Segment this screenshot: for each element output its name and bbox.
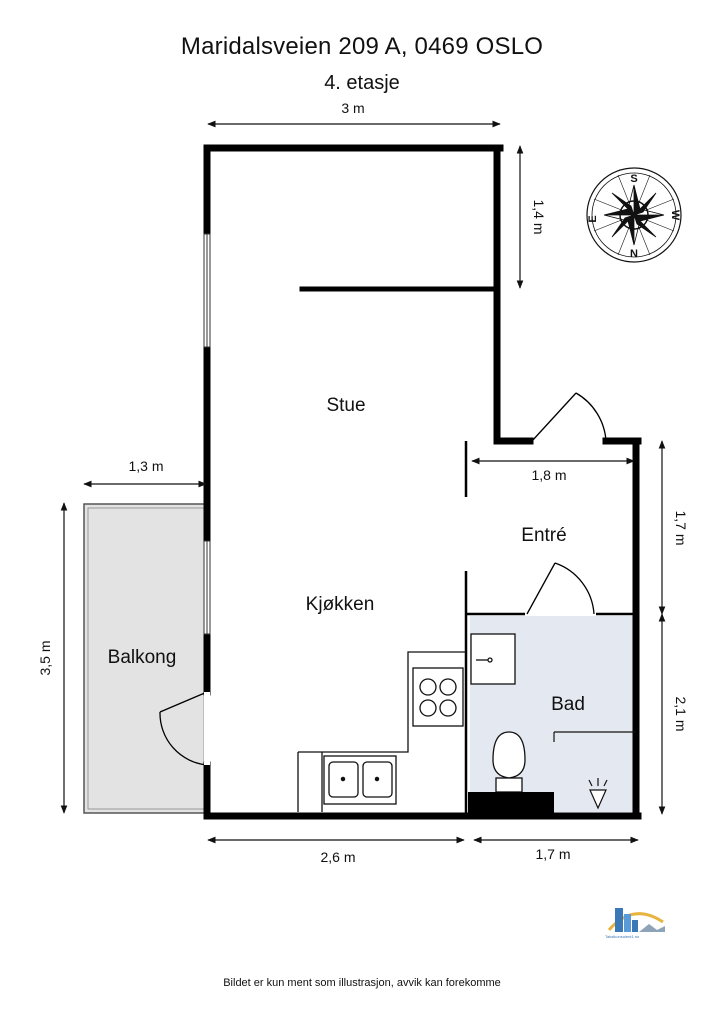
- stove: [412, 667, 464, 727]
- bathroom-cabinet: [468, 792, 554, 814]
- shower-screen: [553, 731, 636, 742]
- room-label-balkong: Balkong: [108, 647, 177, 668]
- logo-text: Takstkonsulent1.no: [605, 934, 640, 939]
- room-label-stue: Stue: [326, 395, 365, 416]
- toilet: [492, 731, 526, 793]
- compass-east: E: [587, 215, 599, 222]
- floor-label: 4. etasje: [324, 72, 400, 94]
- dim-balcony-height: 3,5 m: [37, 640, 53, 675]
- shower-drain: [588, 778, 608, 810]
- company-logo: Takstkonsulent1.no: [605, 908, 665, 939]
- compass-west: W: [669, 210, 681, 221]
- dim-stue-right-height: 1,4 m: [531, 199, 547, 234]
- windows: [203, 233, 211, 635]
- room-label-kjokken: Kjøkken: [306, 594, 375, 615]
- walls: [203, 144, 642, 820]
- interior-walls: [464, 441, 636, 816]
- compass-south: S: [630, 173, 637, 185]
- dimension-lines: [60, 120, 666, 844]
- bathroom-sink: [470, 633, 516, 685]
- dim-bottom-left-width: 2,6 m: [320, 849, 355, 865]
- dim-balcony-width: 1,3 m: [128, 458, 163, 474]
- doors: [159, 392, 607, 766]
- dim-entre-width: 1,8 m: [531, 467, 566, 483]
- kitchen-sink: [323, 755, 397, 805]
- compass-north: N: [630, 248, 638, 260]
- page-title: Maridalsveien 209 A, 0469 OSLO: [180, 33, 544, 60]
- room-label-entre: Entré: [521, 525, 566, 546]
- balcony-floor: [83, 503, 209, 814]
- room-label-bad: Bad: [551, 694, 585, 715]
- disclaimer: Bildet er kun ment som illustrasjon, avv…: [223, 977, 501, 989]
- dim-bottom-right-width: 1,7 m: [535, 846, 570, 862]
- compass-icon: S N E W: [586, 167, 682, 263]
- dim-entre-height: 1,7 m: [673, 510, 689, 545]
- dim-top-width: 3 m: [341, 100, 364, 116]
- dim-bad-height: 2,1 m: [673, 696, 689, 731]
